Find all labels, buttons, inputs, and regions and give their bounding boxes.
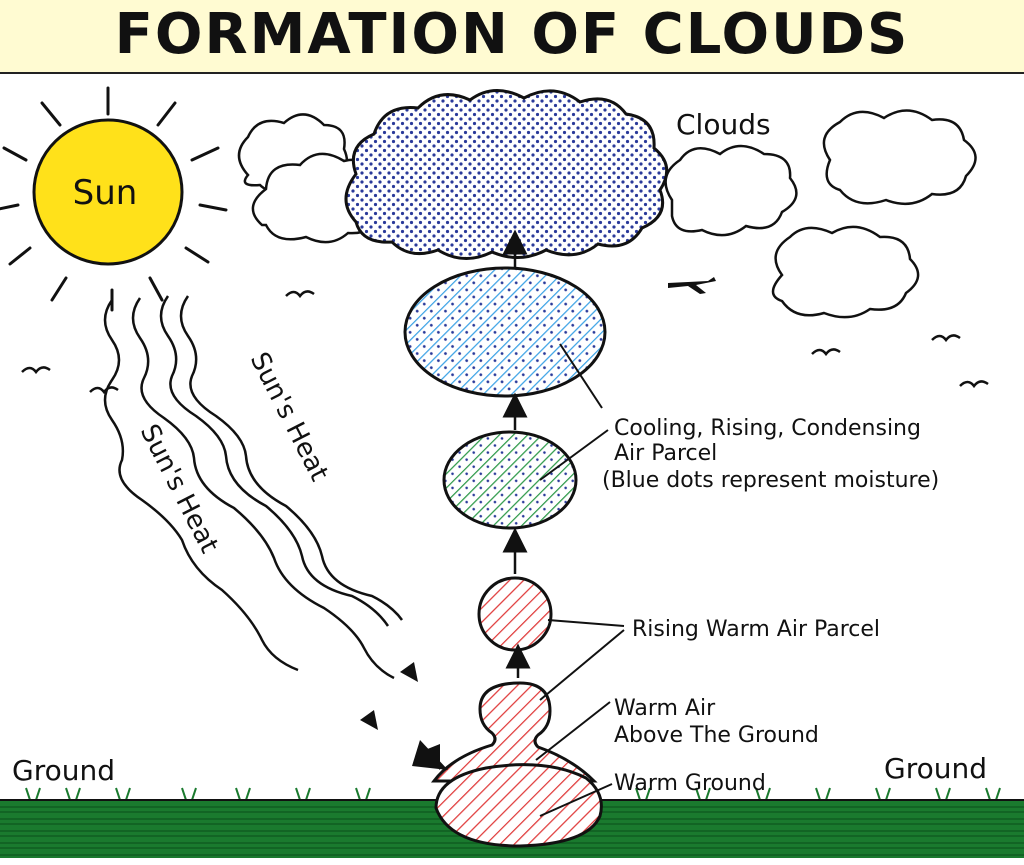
warm-ground-bulge (434, 763, 603, 848)
warm-ground-label: Warm Ground (614, 771, 766, 796)
title-banner: FORMATION OF CLOUDS (0, 0, 1024, 74)
leader-lines (535, 343, 625, 817)
condensing-air-parcel (442, 430, 578, 530)
cooling-label-line1: Cooling, Rising, Condensing (614, 416, 921, 441)
ground-label-left: Ground (12, 754, 115, 787)
grass (25, 787, 1001, 801)
rising-warm-air-parcel (477, 576, 553, 652)
cooling-air-parcel-large (403, 266, 607, 398)
clouds-label: Clouds (676, 108, 771, 141)
airplane-icon (668, 277, 716, 294)
cooling-label-line3: (Blue dots represent moisture) (602, 468, 939, 493)
bird-icon (21, 290, 989, 395)
heat-arrowhead-main (412, 740, 448, 770)
sun-label: Sun (73, 173, 138, 213)
page-title: FORMATION OF CLOUDS (114, 2, 910, 67)
storm-cloud (344, 89, 669, 260)
heat-arrows (103, 295, 404, 680)
warm-air-label-line1: Warm Air (614, 696, 716, 721)
cloud-formation-diagram: Sun Sun's Heat Sun's Heat Clouds (0, 86, 1024, 858)
warm-air-label-line2: Above The Ground (614, 723, 819, 748)
cooling-label-line2: Air Parcel (614, 441, 717, 466)
suns-heat-label-right: Sun's Heat (244, 348, 334, 486)
rising-arrows (502, 229, 531, 678)
cooling-label: Cooling, Rising, Condensing Air Parcel (… (602, 416, 939, 493)
ground-label-right: Ground (884, 752, 987, 785)
rising-warm-label: Rising Warm Air Parcel (632, 617, 880, 642)
